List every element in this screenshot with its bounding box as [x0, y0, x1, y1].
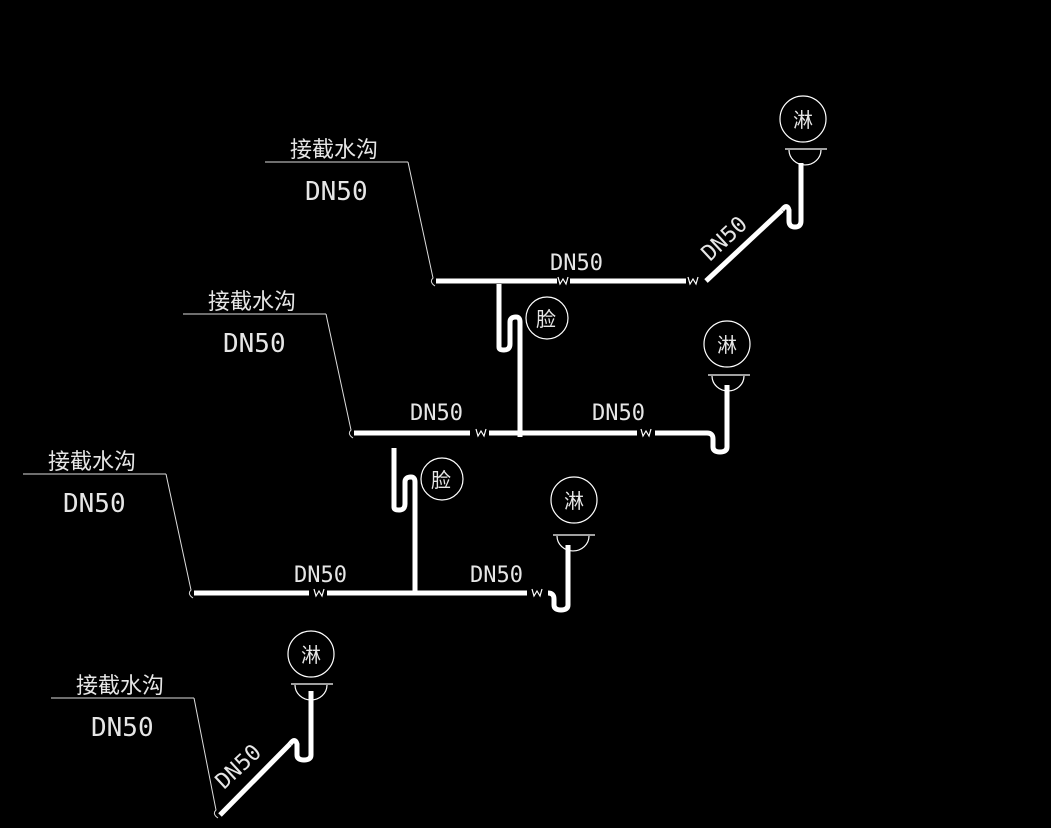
w-marker	[475, 428, 487, 438]
shower-symbol	[703, 320, 751, 368]
pipe-size-label: DN50	[697, 212, 753, 266]
w-marker	[640, 428, 652, 438]
w-marker	[687, 276, 699, 286]
branch-group-3: 接截水沟 DN50 DN50 DN50 淋	[23, 450, 598, 613]
pipe-size-label: DN50	[63, 489, 126, 519]
pipe-size-label: DN50	[550, 251, 603, 276]
branch-group-4: 接截水沟 DN50 DN50 淋	[51, 630, 335, 819]
washbasin-symbol	[525, 296, 569, 340]
washbasin-trap	[391, 448, 418, 592]
washbasin-label: 脸	[536, 307, 556, 331]
shower-drain	[708, 374, 750, 392]
shower-label: 淋	[717, 333, 737, 357]
p-trap	[287, 691, 314, 763]
pipe-size-label: DN50	[410, 401, 463, 426]
pipe-size-label: DN50	[470, 563, 523, 588]
shower-symbol	[550, 476, 598, 524]
drain-label: 接截水沟	[208, 290, 296, 315]
shower-label: 淋	[793, 108, 813, 132]
drain-pipe	[218, 742, 292, 817]
w-marker	[557, 276, 569, 286]
washbasin-label: 脸	[431, 468, 451, 492]
pipe-size-label: DN50	[91, 713, 154, 743]
pipe-size-label: DN50	[211, 740, 267, 794]
p-trap	[547, 545, 571, 613]
shower-drain	[291, 683, 333, 701]
leader-line	[165, 473, 194, 599]
pipe-size-label: DN50	[223, 329, 286, 359]
pipe-size-label: DN50	[305, 177, 368, 207]
leader-line	[325, 313, 354, 439]
shower-symbol	[779, 95, 827, 143]
shower-drain	[785, 148, 827, 166]
drain-label: 接截水沟	[48, 450, 136, 475]
p-trap	[779, 163, 804, 230]
leader-line	[193, 697, 219, 819]
shower-drain	[553, 534, 595, 552]
shower-label: 淋	[564, 489, 584, 513]
washbasin-symbol	[420, 457, 464, 501]
drain-label: 接截水沟	[76, 674, 164, 699]
w-marker	[313, 588, 325, 598]
pipe-size-label: DN50	[294, 563, 347, 588]
drain-pipe	[704, 208, 784, 283]
branch-group-1: 接截水沟 DN50 DN50 DN50 淋 脸	[265, 95, 827, 437]
washbasin-trap	[496, 284, 523, 437]
drain-label: 接截水沟	[290, 138, 378, 163]
leader-line	[407, 161, 436, 287]
p-trap	[706, 385, 730, 455]
pipe-size-label: DN50	[592, 401, 645, 426]
shower-label: 淋	[301, 643, 321, 667]
w-marker	[531, 588, 543, 598]
shower-symbol	[287, 630, 335, 678]
branch-group-2: 接截水沟 DN50 DN50 DN50 淋 脸	[183, 290, 751, 592]
